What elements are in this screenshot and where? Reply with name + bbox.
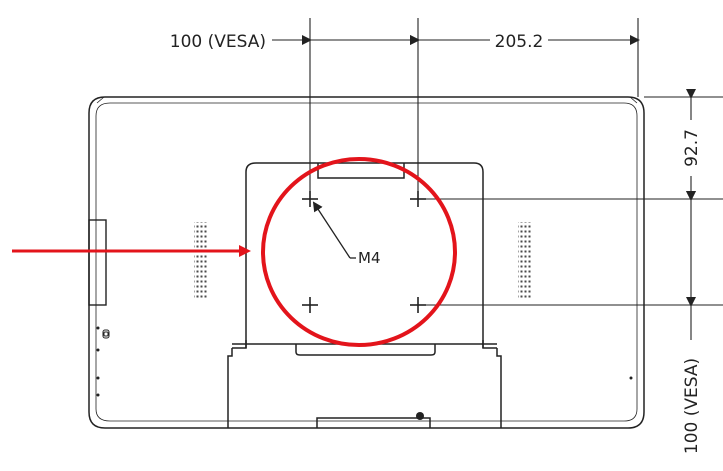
stand-bottom-tab [316,417,431,428]
dim-right-offset: 205.2 [495,32,544,52]
stand-plate-outline [245,162,484,348]
vesa-hole-bl [302,297,318,313]
stand-plate [227,162,502,428]
stand-base-outline [227,348,502,428]
m4-leader-line [312,201,351,259]
red-circle-highlight [261,157,457,347]
vent-right [518,222,531,300]
dimension-lines [272,18,723,340]
dim-label-bg-right [490,29,548,51]
display-outer-outline [88,96,645,429]
stand-bottom-hole [416,412,424,420]
stand-neck-left [232,340,247,349]
corner-tl [96,96,105,104]
dim-vesa-horizontal: 100 (VESA) [170,32,266,52]
dim-vesa-vertical: 100 (VESA) [682,358,702,454]
lower-left-details [96,326,633,397]
dim-label-bg-top-right [680,120,702,176]
stand-hinge [295,344,436,356]
vent-left [194,222,207,300]
dim-label-bg-bottom-right [680,345,702,467]
display-inner-outline [95,102,638,422]
corner-tr [629,96,638,104]
display-body [88,96,645,429]
stand-neck-right [482,340,497,349]
m4-label: M4 [358,249,381,267]
vesa-hole-br [410,297,426,313]
dim-label-bg-left [144,29,270,51]
left-side-port [88,219,107,306]
dim-top-offset: 92.7 [682,129,702,167]
